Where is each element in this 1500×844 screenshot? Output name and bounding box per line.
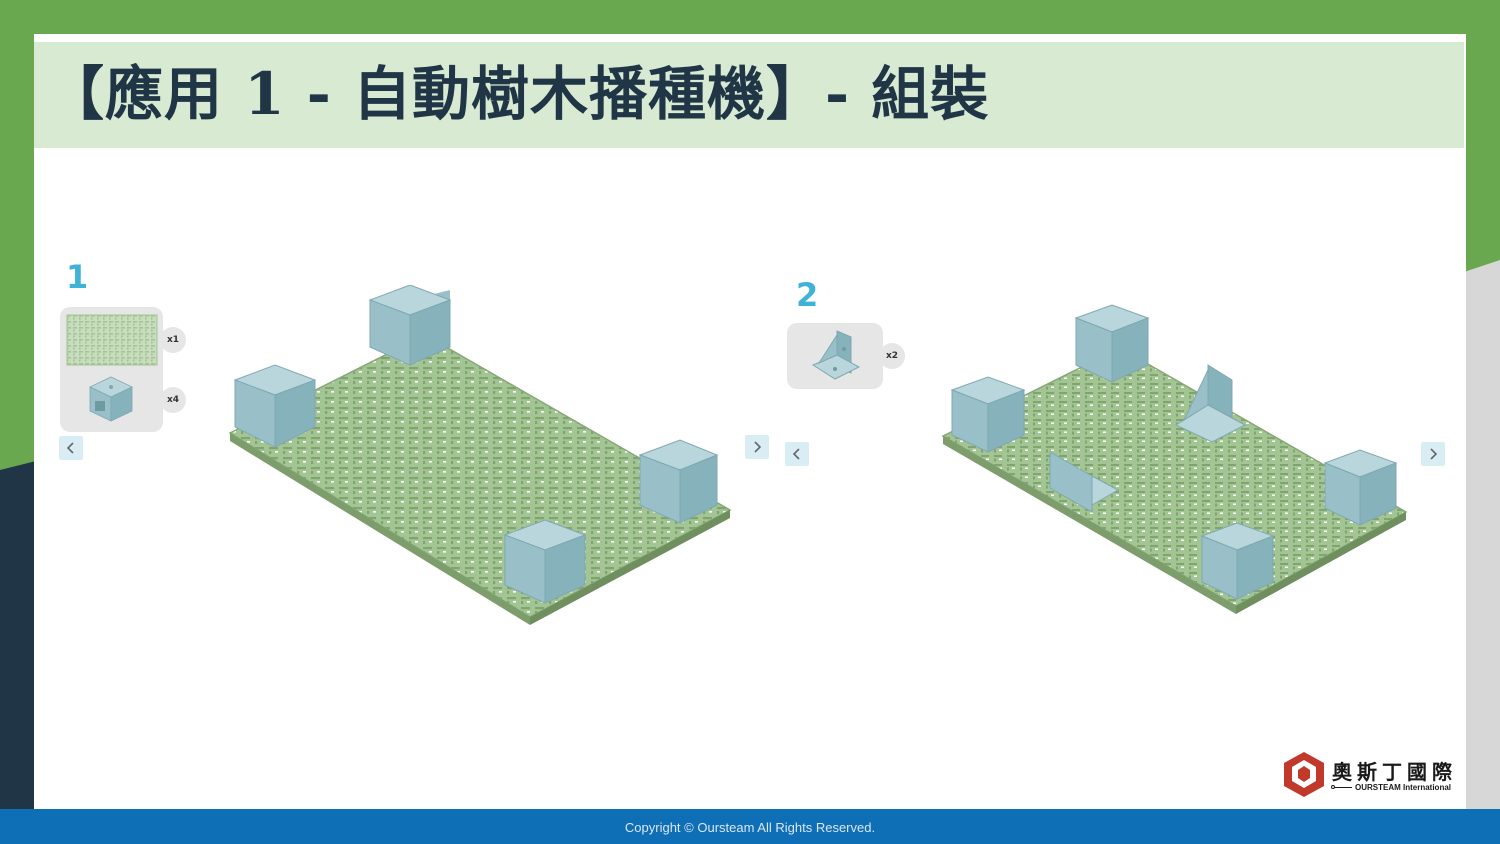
cube-top [368,285,452,366]
cube-bottom [1200,522,1275,600]
cube-top [1074,304,1150,383]
cube-left [950,376,1026,453]
logo-dot [1331,785,1335,789]
angle-bracket-lower [1049,451,1120,513]
step-2-next-button[interactable] [1421,442,1445,466]
step-2-bracket-qty: x2 [879,343,905,369]
logo-line [1332,787,1352,788]
angle-bracket-icon [811,330,861,380]
step-1-cube-qty: x4 [160,387,186,413]
grid-plate-icon [66,314,158,366]
title-band [34,42,1464,148]
logo-name-cn: 奧斯丁國際 [1332,760,1457,784]
cube-block-icon [89,376,133,422]
cube-right [1323,449,1398,526]
chevron-right-icon [1430,448,1438,460]
cube-left [233,364,317,448]
step-2-prev-button[interactable] [785,442,809,466]
step-1-plate-qty: x1 [160,327,186,353]
logo-name-en: OURSTEAM International [1355,783,1452,792]
step-2-number: 2 [796,276,819,314]
step-2-parts-panel [787,323,883,389]
footer-bar [0,809,1500,844]
step-1-prev-button[interactable] [59,436,83,460]
chevron-right-icon [754,441,762,453]
slide-title: 【應用 1 - 自動樹木播種機】- 組裝 [46,60,990,128]
step-1-parts-panel [60,307,163,432]
cube-bottom [503,519,587,604]
oursteam-logo [1284,752,1324,797]
chevron-left-icon [792,448,800,460]
angle-bracket-upper [1174,364,1247,443]
step-1-assembly-illustration [228,285,732,625]
step-1-number: 1 [66,258,89,296]
copyright-text: Copyright © Oursteam All Rights Reserved… [624,820,876,835]
step-2-assembly-illustration [941,304,1408,614]
cube-right [638,439,719,524]
chevron-left-icon [66,442,74,454]
step-1-next-button[interactable] [745,435,769,459]
